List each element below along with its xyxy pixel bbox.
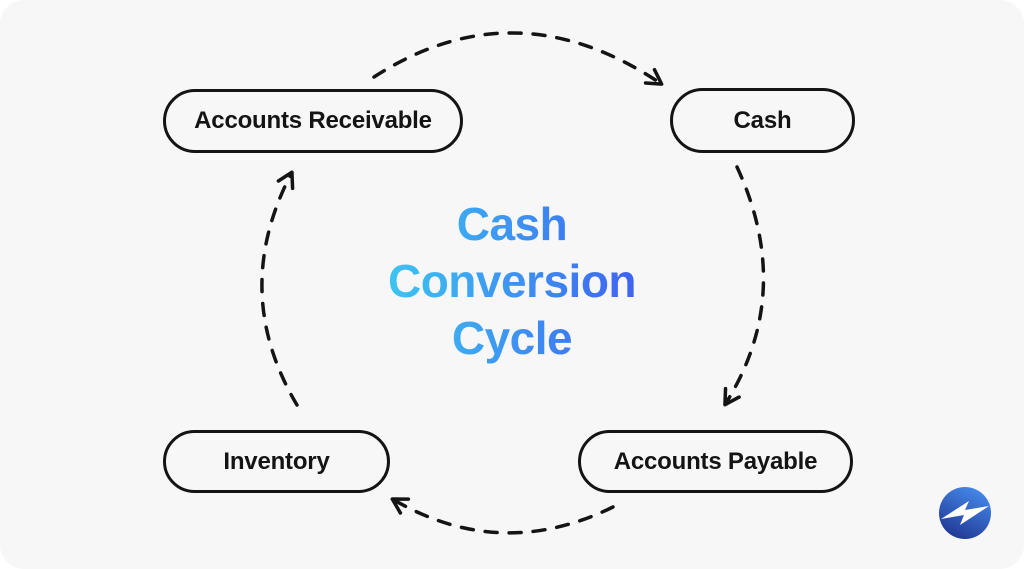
node-inventory-label: Inventory xyxy=(223,447,330,475)
page-title: Cash Conversion Cycle xyxy=(388,196,636,367)
arc-inventory-to-receivable xyxy=(260,170,299,407)
node-cash: Cash xyxy=(670,88,855,153)
arc-receivable-to-cash xyxy=(372,31,664,86)
title-line-1: Cash xyxy=(456,198,568,250)
node-accounts-receivable-label: Accounts Receivable xyxy=(194,107,432,134)
node-accounts-payable-label: Accounts Payable xyxy=(613,447,818,475)
node-inventory: Inventory xyxy=(163,430,390,493)
arc-payable-to-inventory xyxy=(390,497,615,535)
node-cash-label: Cash xyxy=(733,106,792,134)
arc-cash-to-payable xyxy=(723,165,766,407)
node-accounts-payable: Accounts Payable xyxy=(578,430,853,493)
node-accounts-receivable: Accounts Receivable xyxy=(163,89,463,153)
title-line-3: Cycle xyxy=(451,312,573,364)
lightning-bolt-logo-icon xyxy=(939,487,991,539)
title-line-2: Conversion xyxy=(387,255,637,307)
